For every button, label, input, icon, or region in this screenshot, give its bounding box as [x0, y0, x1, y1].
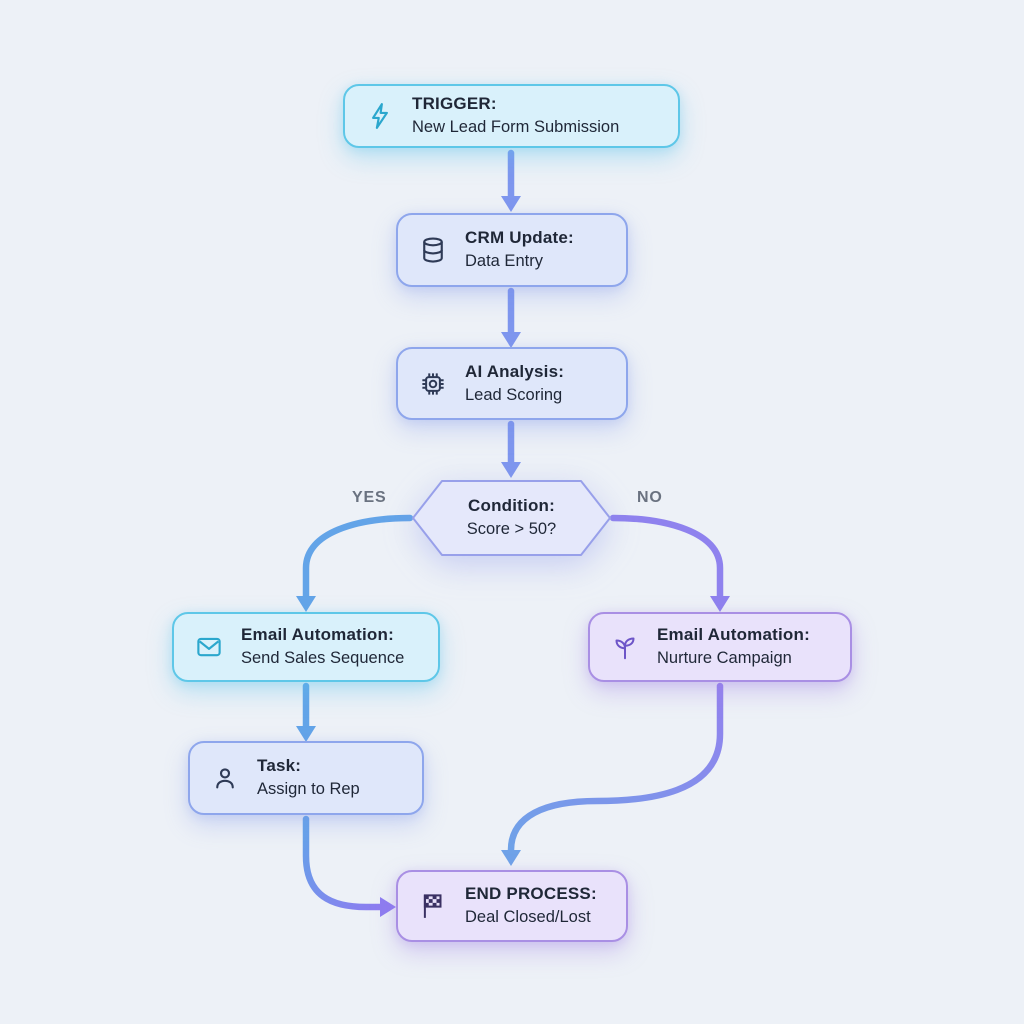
- node-condition: Condition: Score > 50?: [410, 478, 613, 558]
- node-title: Email Automation:: [657, 625, 810, 645]
- node-text: Email Automation: Nurture Campaign: [657, 624, 810, 669]
- sprout-icon: [610, 632, 640, 662]
- node-title: CRM Update:: [465, 228, 574, 248]
- node-subtitle: Lead Scoring: [465, 385, 563, 404]
- arrowhead: [296, 596, 316, 612]
- arrow-yes-branch: [302, 514, 414, 601]
- node-text: END PROCESS: Deal Closed/Lost: [465, 883, 597, 928]
- node-text: Task: Assign to Rep: [257, 755, 360, 800]
- arrowhead: [710, 596, 730, 612]
- node-title: Condition:: [468, 496, 555, 516]
- no-branch-label: NO: [637, 489, 663, 506]
- arrowhead: [501, 462, 521, 478]
- envelope-icon: [194, 632, 224, 662]
- node-task: Task: Assign to Rep: [188, 741, 424, 815]
- node-text: Condition: Score > 50?: [410, 478, 613, 558]
- node-subtitle: New Lead Form Submission: [412, 118, 620, 137]
- node-ai-analysis: AI Analysis: Lead Scoring: [396, 347, 628, 420]
- lightning-icon: [365, 101, 395, 131]
- node-text: TRIGGER: New Lead Form Submission: [412, 93, 619, 138]
- node-email-nurture: Email Automation: Nurture Campaign: [588, 612, 852, 682]
- node-subtitle: Deal Closed/Lost: [465, 908, 591, 927]
- node-subtitle: Assign to Rep: [257, 780, 360, 799]
- node-title: END PROCESS:: [465, 884, 597, 904]
- node-crm-update: CRM Update: Data Entry: [396, 213, 628, 287]
- node-title: Task:: [257, 756, 302, 776]
- chip-icon: [418, 369, 448, 399]
- arrow-no-branch: [609, 514, 724, 601]
- database-icon: [418, 235, 448, 265]
- arrowhead: [380, 897, 396, 917]
- person-icon: [210, 763, 240, 793]
- node-subtitle: Nurture Campaign: [657, 649, 792, 668]
- node-title: AI Analysis:: [465, 361, 565, 381]
- node-end-process: END PROCESS: Deal Closed/Lost: [396, 870, 628, 942]
- arrowhead: [501, 850, 521, 866]
- node-text: CRM Update: Data Entry: [465, 227, 574, 272]
- hexagon-shape: [412, 480, 611, 556]
- node-text: Email Automation: Send Sales Sequence: [241, 624, 404, 669]
- node-trigger: TRIGGER: New Lead Form Submission: [343, 84, 680, 148]
- yes-branch-label: YES: [352, 489, 387, 506]
- arrow-task-to-end: [302, 815, 384, 911]
- node-subtitle: Score > 50?: [466, 520, 557, 539]
- arrow-nurture-to-end: [507, 682, 724, 854]
- node-title: Email Automation:: [241, 625, 394, 645]
- checkered-flag-icon: [418, 891, 448, 921]
- arrowhead: [501, 196, 521, 212]
- arrowhead: [501, 332, 521, 348]
- node-title: TRIGGER:: [412, 94, 497, 114]
- arrowhead: [296, 726, 316, 742]
- node-email-sales: Email Automation: Send Sales Sequence: [172, 612, 440, 682]
- node-subtitle: Data Entry: [465, 252, 543, 271]
- node-subtitle: Send Sales Sequence: [241, 649, 405, 668]
- node-text: AI Analysis: Lead Scoring: [465, 361, 564, 406]
